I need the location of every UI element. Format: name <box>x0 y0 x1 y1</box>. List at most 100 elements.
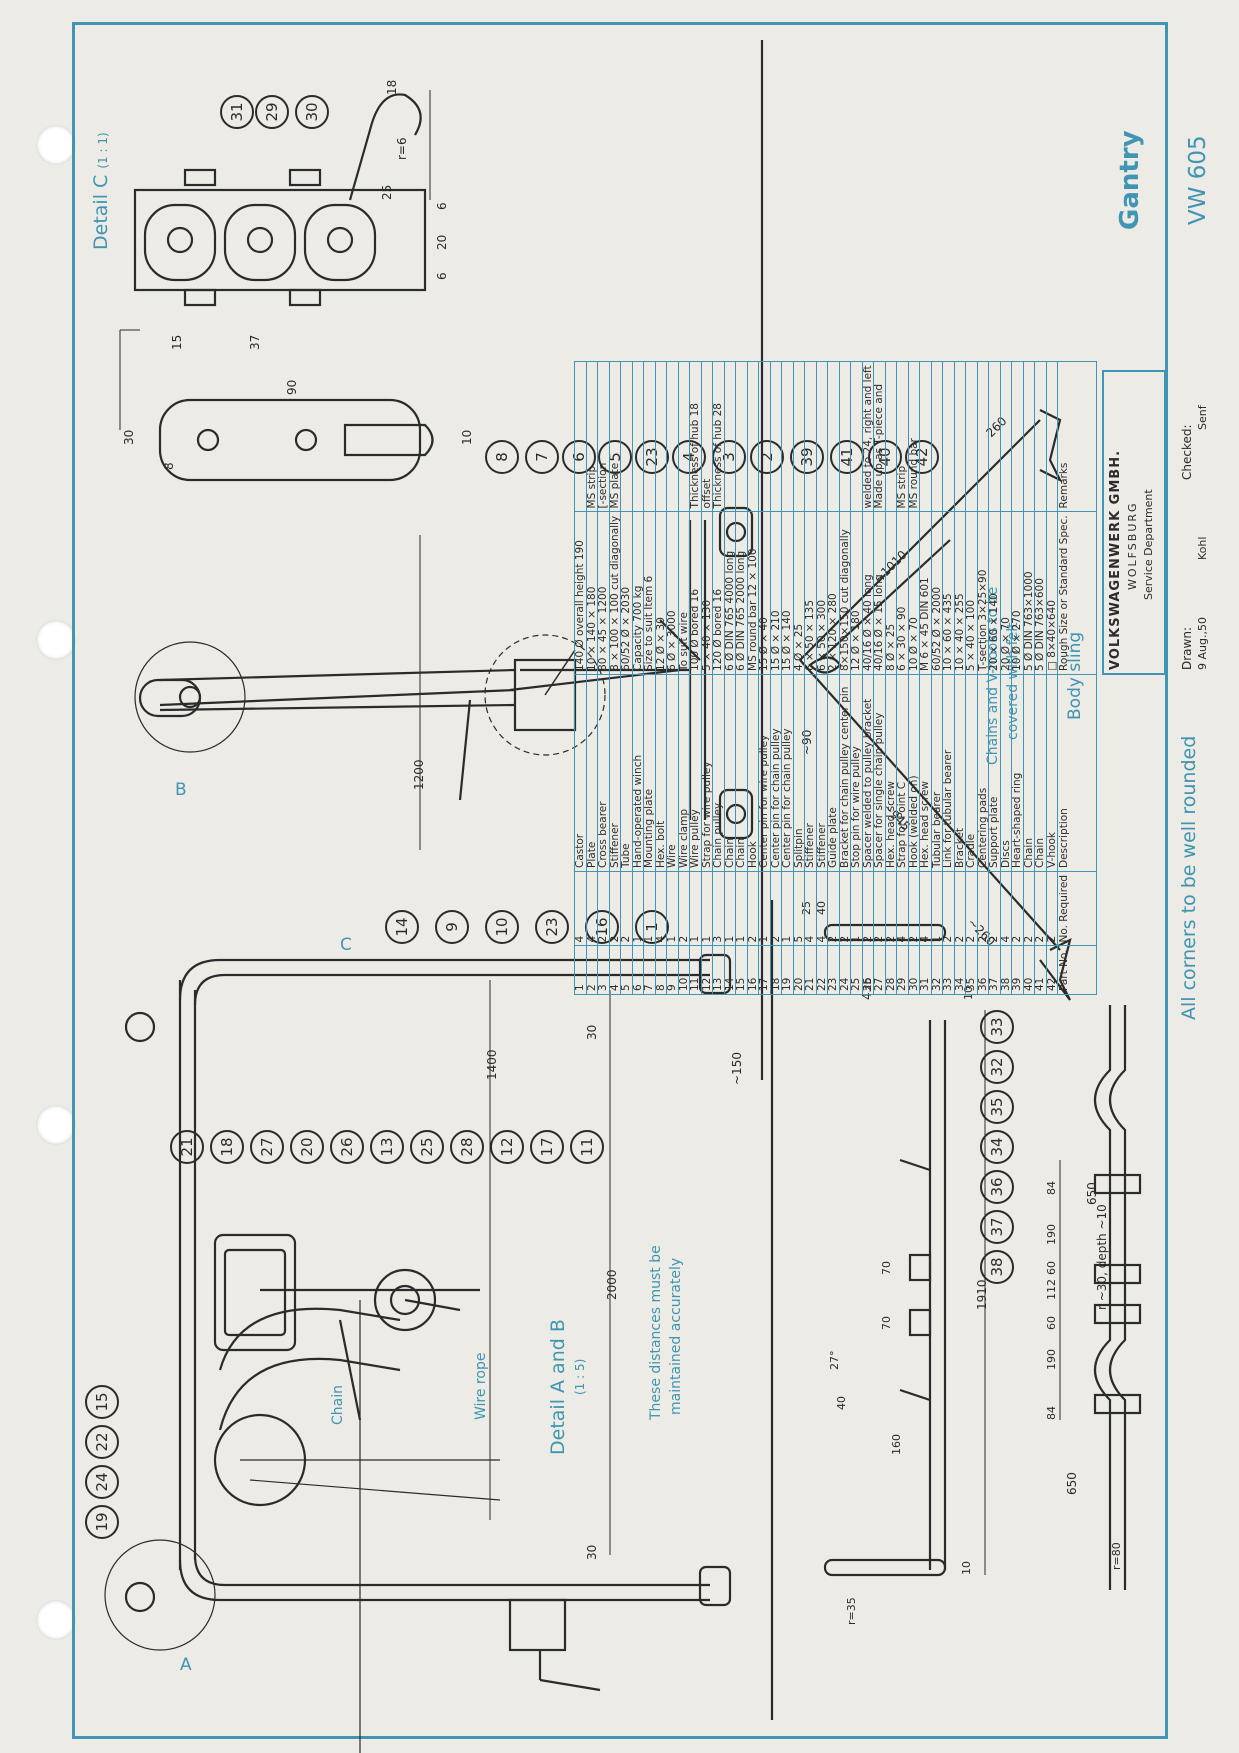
parts-cell-remarks <box>747 361 759 512</box>
parts-cell-qty: 2 <box>1046 871 1058 946</box>
parts-cell-desc: Cross bearer <box>597 674 609 872</box>
callout-25: 25 <box>410 1130 444 1164</box>
dim-37: 37 <box>248 334 262 350</box>
accuracy-note-2: maintained accurately <box>668 1257 684 1415</box>
dim-84-b: 84 <box>1045 1406 1058 1420</box>
parts-cell-size: 40/16 Ø × 15 long <box>873 511 885 675</box>
parts-cell-qty: 4 <box>574 871 586 946</box>
dim-20: 20 <box>435 234 449 250</box>
detail-ab-title: Detail A and B <box>547 1319 569 1455</box>
parts-cell-remarks <box>1000 361 1012 512</box>
parts-cell-qty: 2 <box>942 871 954 946</box>
parts-cell-remarks <box>988 361 1000 512</box>
parts-cell-remarks: MS round bar <box>908 361 920 512</box>
parts-header-cell: No. Required <box>1057 871 1097 946</box>
parts-cell-size: 5 Ø DIN 763×600 <box>1034 511 1046 675</box>
drawing-number: VW 605 <box>1185 135 1211 225</box>
gantry-side-view <box>134 506 754 840</box>
dim-150: ~150 <box>730 1052 744 1085</box>
parts-cell-qty: 1 <box>643 871 655 946</box>
callout-23b: 23 <box>535 910 569 944</box>
callout-35: 35 <box>980 1090 1014 1124</box>
parts-cell-part: 35 <box>965 946 977 995</box>
parts-cell-size: Size to suit Item 6 <box>643 511 655 675</box>
parts-cell-desc: Chain pulley <box>712 674 724 872</box>
parts-cell-desc: Chain <box>735 674 747 872</box>
parts-header-cell: Remarks <box>1057 361 1097 512</box>
parts-cell-qty: 2 <box>1023 871 1035 946</box>
parts-cell-size: 20 Ø × 70 <box>1000 511 1012 675</box>
parts-cell-part: 14 <box>724 946 736 995</box>
dim-60-a: 60 <box>1045 1261 1058 1275</box>
parts-cell-remarks <box>931 361 943 512</box>
parts-cell-part: 42 <box>1046 946 1058 995</box>
callout-11: 11 <box>570 1130 604 1164</box>
dim-160: 160 <box>890 1434 903 1455</box>
callout-22: 22 <box>85 1425 119 1459</box>
parts-cell-desc: Tubular bearer <box>931 674 943 872</box>
section-b-label: B <box>175 780 187 800</box>
parts-cell-desc: Link for tubular bearer <box>942 674 954 872</box>
dim-10-c: 10 <box>460 429 474 445</box>
company-name: VOLKSWAGENWERK GMBH. <box>1108 449 1123 670</box>
callout-31: 31 <box>220 95 254 129</box>
parts-cell-part: 34 <box>954 946 966 995</box>
parts-cell-qty: 2 <box>1034 871 1046 946</box>
parts-cell-size: 8 Ø × 25 <box>885 511 897 675</box>
dim-r35: r=35 <box>845 1597 858 1625</box>
parts-cell-part: 30 <box>908 946 920 995</box>
parts-cell-qty: 4 <box>586 871 598 946</box>
parts-cell-desc: Hook <box>747 674 759 872</box>
parts-cell-desc: Tube <box>620 674 632 872</box>
parts-cell-size: 8×150×150 cut diagonally <box>839 511 851 675</box>
detail-c-scale: (1 : 1) <box>96 132 110 169</box>
company-city: WOLFSBURG <box>1126 501 1139 590</box>
parts-cell-remarks <box>620 361 632 512</box>
parts-cell-desc: Discs <box>1000 674 1012 872</box>
drawing-frame <box>72 22 1168 1739</box>
parts-cell-qty: 2 <box>747 871 759 946</box>
parts-cell-remarks <box>1034 361 1046 512</box>
parts-cell-part: 37 <box>988 946 1000 995</box>
dim-190-b: 190 <box>1045 1349 1058 1370</box>
parts-cell-qty: 4 <box>816 871 828 946</box>
parts-header-cell: Rough Size or Standard Spec. <box>1057 511 1097 675</box>
parts-cell-remarks <box>1046 361 1058 512</box>
parts-header-cell: Part No. <box>1057 946 1097 995</box>
parts-cell-size: 6 Ø × 3000 <box>666 511 678 675</box>
parts-cell-qty: 2 <box>609 871 621 946</box>
parts-cell-part: 29 <box>896 946 908 995</box>
parts-cell-remarks: MS strip <box>586 361 598 512</box>
dim-1400: 1400 <box>485 1049 499 1080</box>
parts-cell-part: 11 <box>689 946 701 995</box>
parts-cell-qty: 1 <box>781 871 793 946</box>
parts-cell-part: 31 <box>919 946 931 995</box>
dim-70-b: 70 <box>880 1316 893 1330</box>
parts-cell-remarks <box>942 361 954 512</box>
parts-cell-part: 17 <box>758 946 770 995</box>
parts-cell-desc: Bracket for chain pulley center pin <box>839 674 851 872</box>
dim-6-b: 6 <box>435 272 449 280</box>
parts-cell-remarks: offset <box>701 361 713 512</box>
parts-cell-part: 10 <box>678 946 690 995</box>
parts-cell-qty: 5 <box>793 871 805 946</box>
parts-cell-qty: 2 <box>885 871 897 946</box>
punch-hole <box>36 620 76 660</box>
drawn-by: Kohl <box>1196 536 1209 560</box>
parts-cell-qty: 2 <box>988 871 1000 946</box>
callout-33: 33 <box>980 1010 1014 1044</box>
parts-cell-remarks <box>632 361 644 512</box>
parts-cell-part: 18 <box>770 946 782 995</box>
parts-cell-size: 4 Ø × 25 <box>793 511 805 675</box>
parts-cell-part: 28 <box>885 946 897 995</box>
parts-cell-part: 20 <box>793 946 805 995</box>
